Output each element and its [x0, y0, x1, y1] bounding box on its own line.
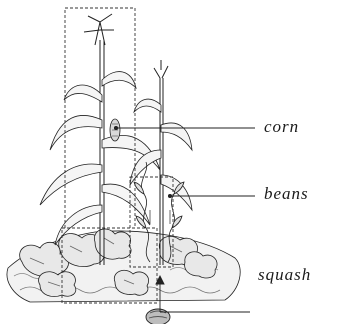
corn-leaves — [40, 72, 192, 245]
beans-label: beans — [264, 184, 309, 204]
squash-fruit — [146, 309, 170, 324]
corn-label: corn — [264, 117, 299, 137]
squash-label: squash — [258, 265, 311, 285]
corn-ear — [110, 119, 120, 141]
